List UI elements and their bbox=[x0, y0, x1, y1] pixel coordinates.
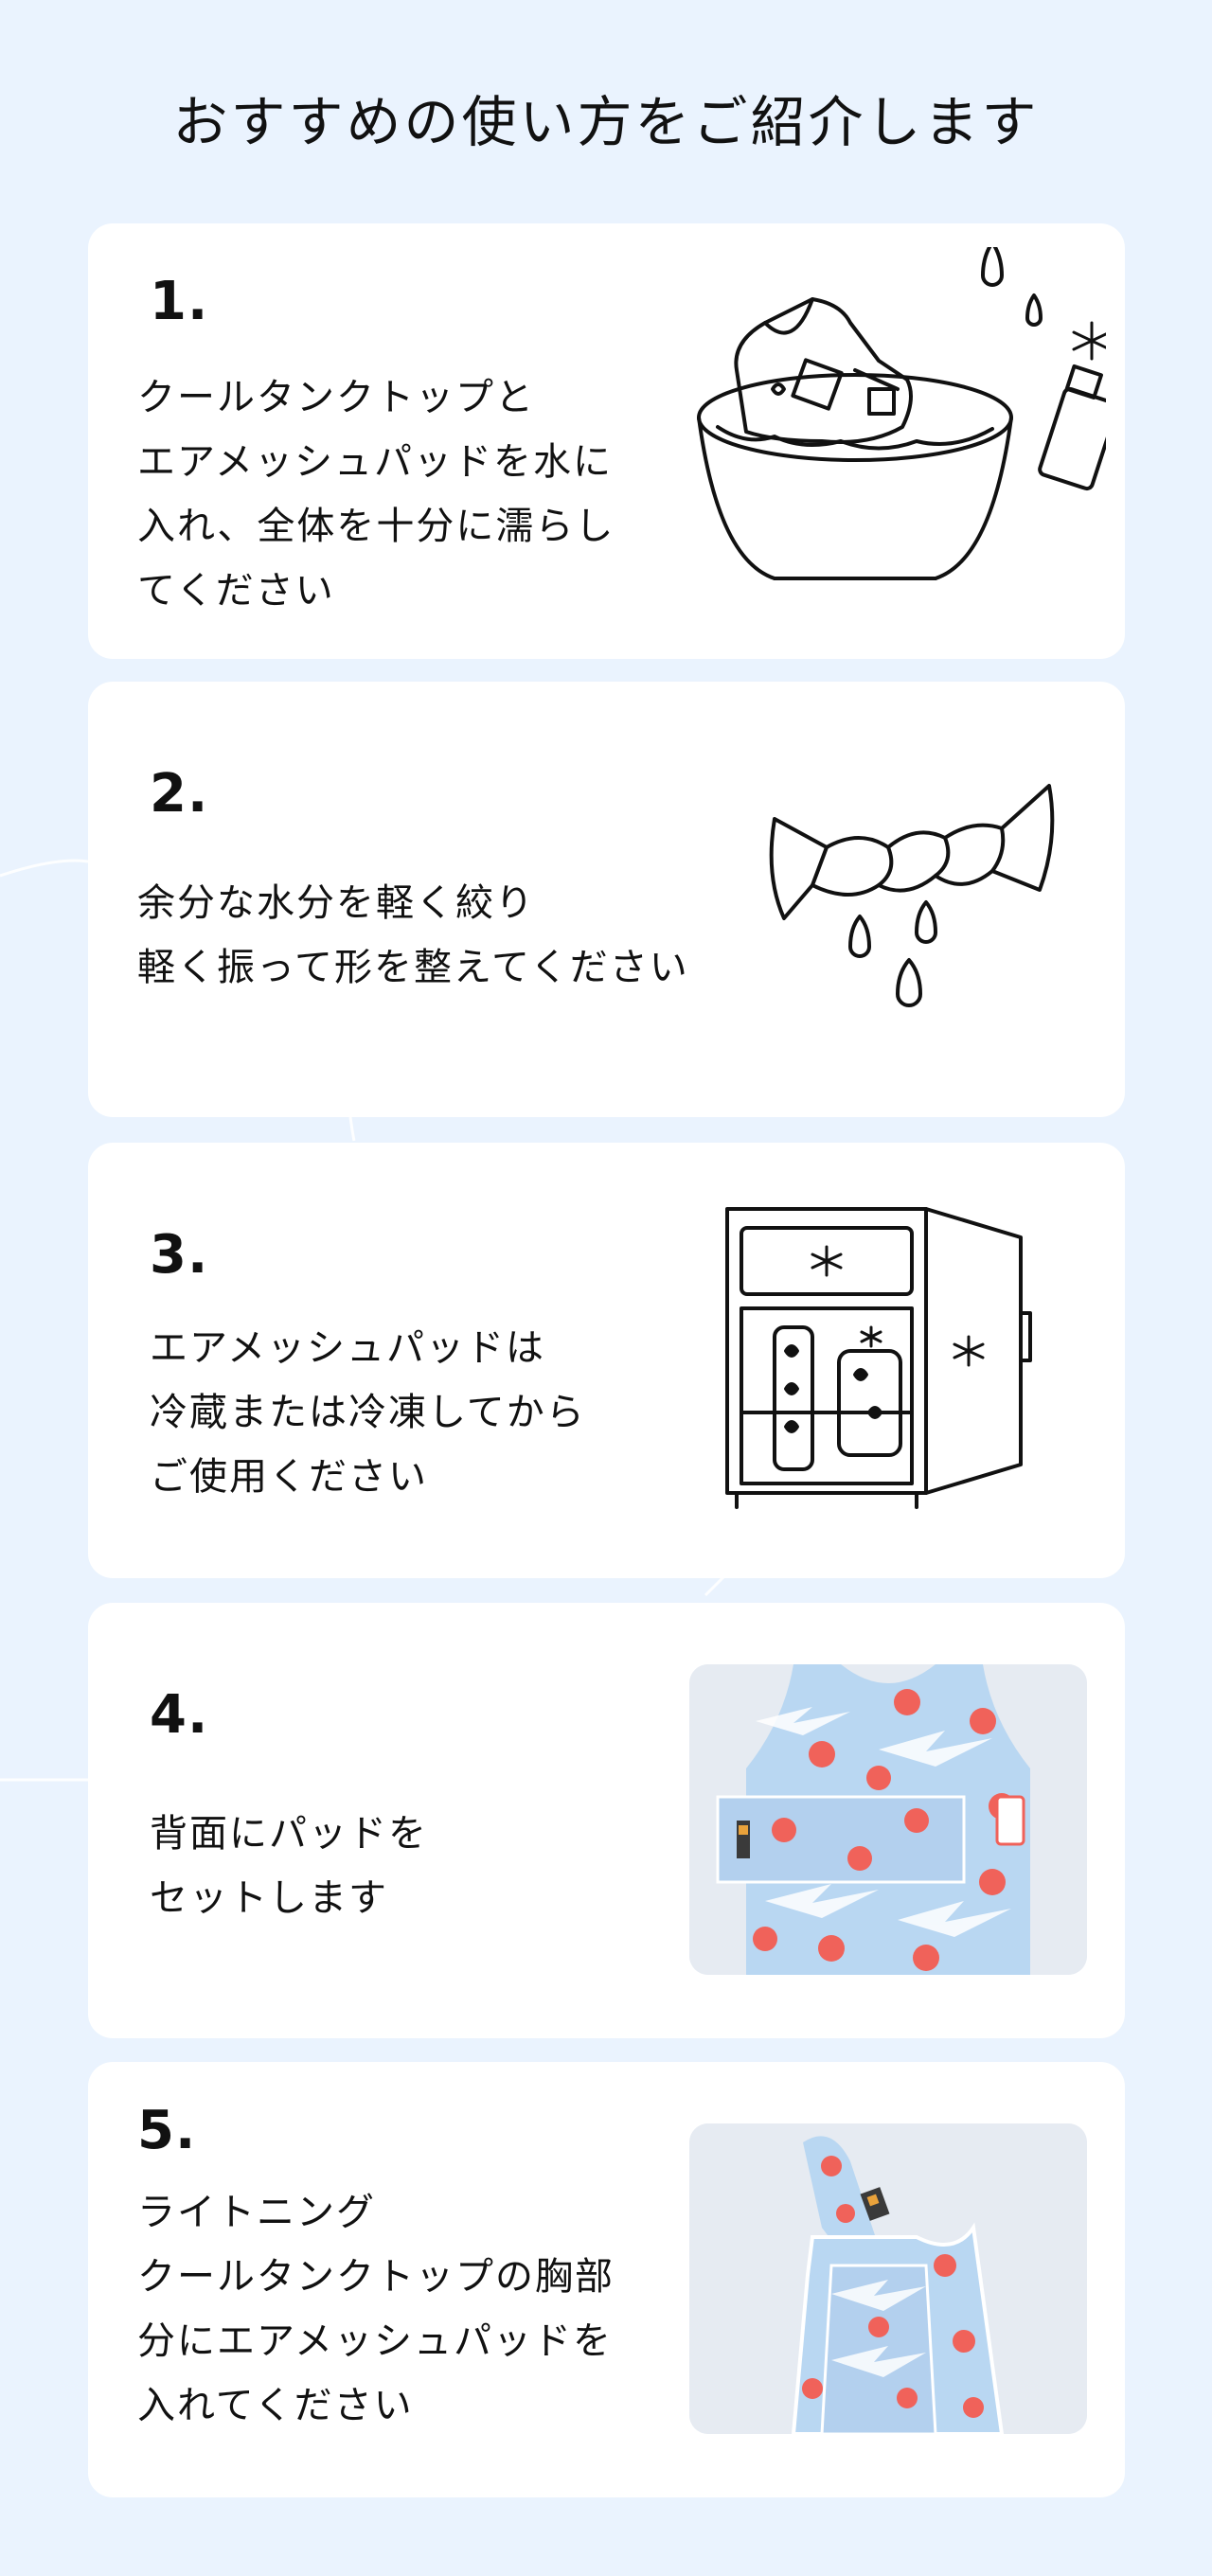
tank-top-front-image bbox=[689, 2123, 1087, 2434]
step-text: 背面にパッドを セットします bbox=[150, 1812, 428, 1920]
step-number: 2. bbox=[150, 763, 209, 825]
tank-top-back-image bbox=[689, 1664, 1087, 1975]
step-number: 4. bbox=[150, 1684, 209, 1746]
step-number: 5. bbox=[137, 2100, 197, 2161]
step-text: 余分な水分を軽く絞り 軽く振って形を整えてください bbox=[137, 881, 689, 989]
step-text: クールタンクトップと エアメッシュパッドを水に 入れ、全体を十分に濡らし てくだ… bbox=[137, 376, 615, 613]
soaking-bowl-icon bbox=[697, 247, 1106, 580]
pad-back-photo bbox=[689, 1664, 1087, 1975]
page-title: おすすめの使い方をご紹介します bbox=[172, 90, 1040, 154]
step-card-4: 4. 背面にパッドを セットします bbox=[88, 1603, 1125, 2038]
step-number: 3. bbox=[150, 1224, 209, 1286]
step-card-1: 1. クールタンクトップと エアメッシュパッドを水に 入れ、全体を十分に濡らし … bbox=[88, 223, 1125, 659]
pad-front-photo bbox=[689, 2123, 1087, 2434]
step-card-5: 5. ライトニング クールタンクトップの胸部 分にエアメッシュパッドを 入れてく… bbox=[88, 2062, 1125, 2497]
step-text: ライトニング クールタンクトップの胸部 分にエアメッシュパッドを 入れてください bbox=[137, 2191, 615, 2427]
step-number: 1. bbox=[150, 271, 209, 332]
step-card-3: 3. エアメッシュパッドは 冷蔵または冷凍してから ご使用ください bbox=[88, 1143, 1125, 1578]
wringing-cloth-icon bbox=[769, 784, 1055, 1007]
refrigerator-icon bbox=[725, 1207, 1032, 1509]
step-card-2: 2. 余分な水分を軽く絞り 軽く振って形を整えてください bbox=[88, 682, 1125, 1117]
step-text: エアメッシュパッドは 冷蔵または冷凍してから ご使用ください bbox=[150, 1326, 586, 1499]
